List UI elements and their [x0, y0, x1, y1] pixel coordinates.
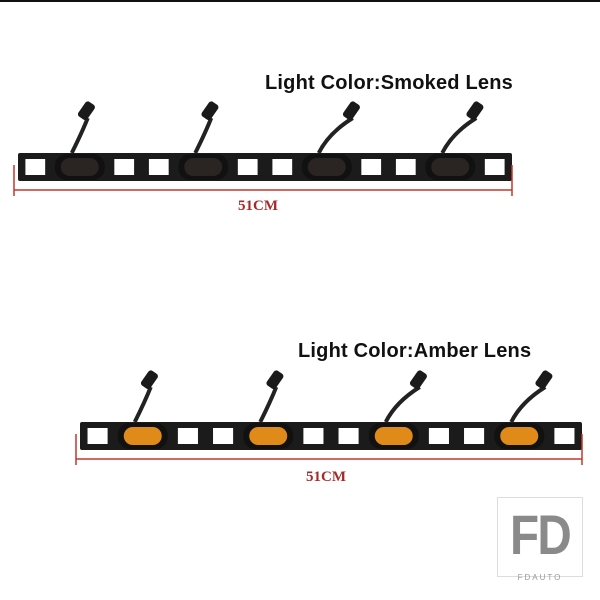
- frame-cutout: [237, 159, 258, 175]
- wire-cable: [316, 116, 354, 154]
- light-lens: [60, 158, 99, 176]
- wire-cable: [440, 116, 478, 154]
- wire-connector: [201, 101, 219, 121]
- light-lens: [123, 427, 162, 445]
- wire-connector: [409, 370, 427, 390]
- amber-lens-title: Light Color:Amber Lens: [298, 340, 532, 362]
- frame-cutout: [177, 428, 198, 444]
- light-lens: [307, 158, 346, 176]
- logo-name: FDAUTO: [517, 573, 563, 582]
- smoked-lens-title: Light Color:Smoked Lens: [265, 72, 513, 94]
- frame-cutout: [338, 428, 359, 444]
- frame-cutout: [213, 428, 234, 444]
- frame-cutout: [148, 159, 169, 175]
- wire-connector: [535, 370, 553, 390]
- amber-bar-dimension: 51CM: [306, 469, 346, 485]
- light-lens: [500, 427, 539, 445]
- frame-cutout: [25, 159, 46, 175]
- frame-cutout: [114, 159, 135, 175]
- wire-connector: [140, 370, 158, 390]
- wire-cable: [69, 117, 90, 154]
- wire-cable: [509, 385, 547, 423]
- wire-connector: [77, 101, 95, 121]
- wire-cable: [193, 117, 214, 154]
- light-lens: [431, 158, 470, 176]
- light-lens: [374, 427, 413, 445]
- frame-cutout: [87, 428, 108, 444]
- frame-cutout: [484, 159, 505, 175]
- frame-cutout: [464, 428, 485, 444]
- wire-connector: [266, 370, 284, 390]
- top-border-line: [0, 0, 600, 2]
- light-bar-frame: [80, 422, 582, 450]
- wire-connector: [342, 101, 360, 121]
- frame-cutout: [361, 159, 382, 175]
- light-lens: [249, 427, 288, 445]
- wire-cable: [383, 385, 421, 423]
- frame-cutout: [303, 428, 324, 444]
- light-lens: [184, 158, 223, 176]
- frame-cutout: [428, 428, 449, 444]
- fdauto-logo: FD FDAUTO: [497, 497, 583, 582]
- frame-cutout: [395, 159, 416, 175]
- smoked-bar-dimension: 51CM: [238, 198, 278, 214]
- light-bar-frame: [18, 153, 512, 181]
- frame-cutout: [272, 159, 293, 175]
- wire-cable: [132, 386, 153, 423]
- wire-connector: [466, 101, 484, 121]
- frame-cutout: [554, 428, 575, 444]
- logo-mark: FD: [509, 503, 572, 566]
- wire-cable: [258, 386, 279, 423]
